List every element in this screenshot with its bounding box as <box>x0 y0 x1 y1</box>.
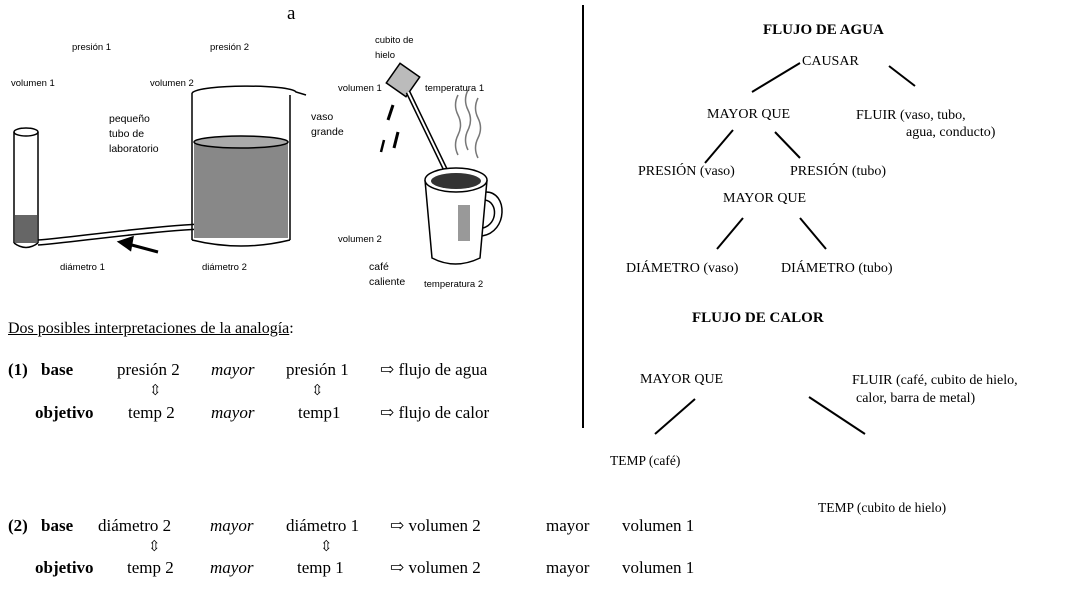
interp1-obj-b: temp1 <box>298 403 341 422</box>
label-volume-1: volumen 1 <box>11 78 55 89</box>
interpretations-heading: Dos posibles interpretaciones de la anal… <box>8 320 294 337</box>
label-temperature-2: temperatura 2 <box>424 279 484 290</box>
label-small-tube: pequeño tubo de laboratorio <box>109 113 159 155</box>
coffee-mug-drawing <box>424 167 503 265</box>
interp2-base-a: diámetro 2 <box>98 516 172 535</box>
interp2-base-result: ⇨ volumen 2 <box>390 516 481 535</box>
label-hot-coffee: café caliente <box>369 261 406 288</box>
heat-tree-temp-ice: TEMP (cubito de hielo) <box>818 500 947 515</box>
label-diameter-2: diámetro 2 <box>202 262 247 273</box>
interp2-arrow-1: ⇳ <box>148 539 161 555</box>
water-tree-title: FLUJO DE AGUA <box>763 22 884 38</box>
water-tree-edges <box>704 62 916 250</box>
water-tree-flow: FLUIR (vaso, tubo, agua, conducto) <box>856 108 996 140</box>
heat-tree-greater: MAYOR QUE <box>640 372 724 387</box>
interp1-arrow-2: ⇳ <box>311 383 324 399</box>
figure-letter: a <box>287 3 296 24</box>
interp2-obj-a: temp 2 <box>127 558 174 577</box>
water-tree-greater-2: MAYOR QUE <box>723 191 807 206</box>
heat-tree-flow: FLUIR (café, cubito de hielo, calor, bar… <box>852 373 1018 406</box>
flow-arrow <box>116 235 159 254</box>
water-tree-pressure-tube: PRESIÓN (tubo) <box>790 164 887 179</box>
heat-tree-edges <box>654 396 866 435</box>
label-temperature-1: temperatura 1 <box>425 83 485 94</box>
label-heat-volume-1: volumen 1 <box>338 83 382 94</box>
water-tree-greater-1: MAYOR QUE <box>707 107 791 122</box>
interp2-base-label: base <box>41 516 74 535</box>
label-large-glass: vaso grande <box>311 111 344 138</box>
interp1-base-result: ⇨ flujo de agua <box>380 360 488 379</box>
label-heat-volume-2: volumen 2 <box>338 234 382 245</box>
connecting-hose <box>37 223 201 246</box>
label-volume-2: volumen 2 <box>150 78 194 89</box>
heat-tree-title: FLUJO DE CALOR <box>692 310 824 326</box>
label-diameter-1: diámetro 1 <box>60 262 105 273</box>
interp1-obj-rel: mayor <box>211 403 255 422</box>
interp1-base-rel: mayor <box>211 360 255 379</box>
interp1-obj-a: temp 2 <box>128 403 175 422</box>
interp2-obj-mayor: mayor <box>546 558 590 577</box>
interp2-base-volume-1: volumen 1 <box>622 516 695 535</box>
interp2-obj-b: temp 1 <box>297 558 344 577</box>
interp1-base-a: presión 2 <box>117 360 180 379</box>
water-tree-diameter-tube: DIÁMETRO (tubo) <box>781 261 893 276</box>
interp2-obj-label: objetivo <box>35 558 94 577</box>
interp1-base-b: presión 1 <box>286 360 349 379</box>
heat-tree-temp-coffee: TEMP (café) <box>610 453 681 468</box>
large-beaker-drawing <box>191 85 307 247</box>
label-pressure-1: presión 1 <box>72 42 112 53</box>
interp1-obj-label: objetivo <box>35 403 94 422</box>
interp2-obj-result: ⇨ volumen 2 <box>390 558 481 577</box>
interp1-number: (1) <box>8 360 28 379</box>
water-tree-pressure-glass: PRESIÓN (vaso) <box>638 164 735 179</box>
label-ice-cube: cubito de hielo <box>375 35 414 61</box>
interp2-number: (2) <box>8 516 28 535</box>
interp2-base-mayor: mayor <box>546 516 590 535</box>
steam-lines <box>454 89 482 159</box>
interp1-obj-result: ⇨ flujo de calor <box>380 403 490 422</box>
interp1-arrow-1: ⇳ <box>149 383 162 399</box>
water-tree-root: CAUSAR <box>802 54 859 69</box>
interp2-arrow-2: ⇳ <box>320 539 333 555</box>
label-pressure-2: presión 2 <box>210 42 250 53</box>
interp2-obj-rel: mayor <box>210 558 254 577</box>
lab-tube-drawing <box>13 127 39 249</box>
interp2-base-b: diámetro 1 <box>286 516 360 535</box>
interp2-obj-volume-1: volumen 1 <box>622 558 695 577</box>
water-tree-diameter-glass: DIÁMETRO (vaso) <box>626 261 739 276</box>
ice-cube-drawing <box>379 62 451 177</box>
interp1-base-label: base <box>41 360 74 379</box>
interp2-base-rel: mayor <box>210 516 254 535</box>
